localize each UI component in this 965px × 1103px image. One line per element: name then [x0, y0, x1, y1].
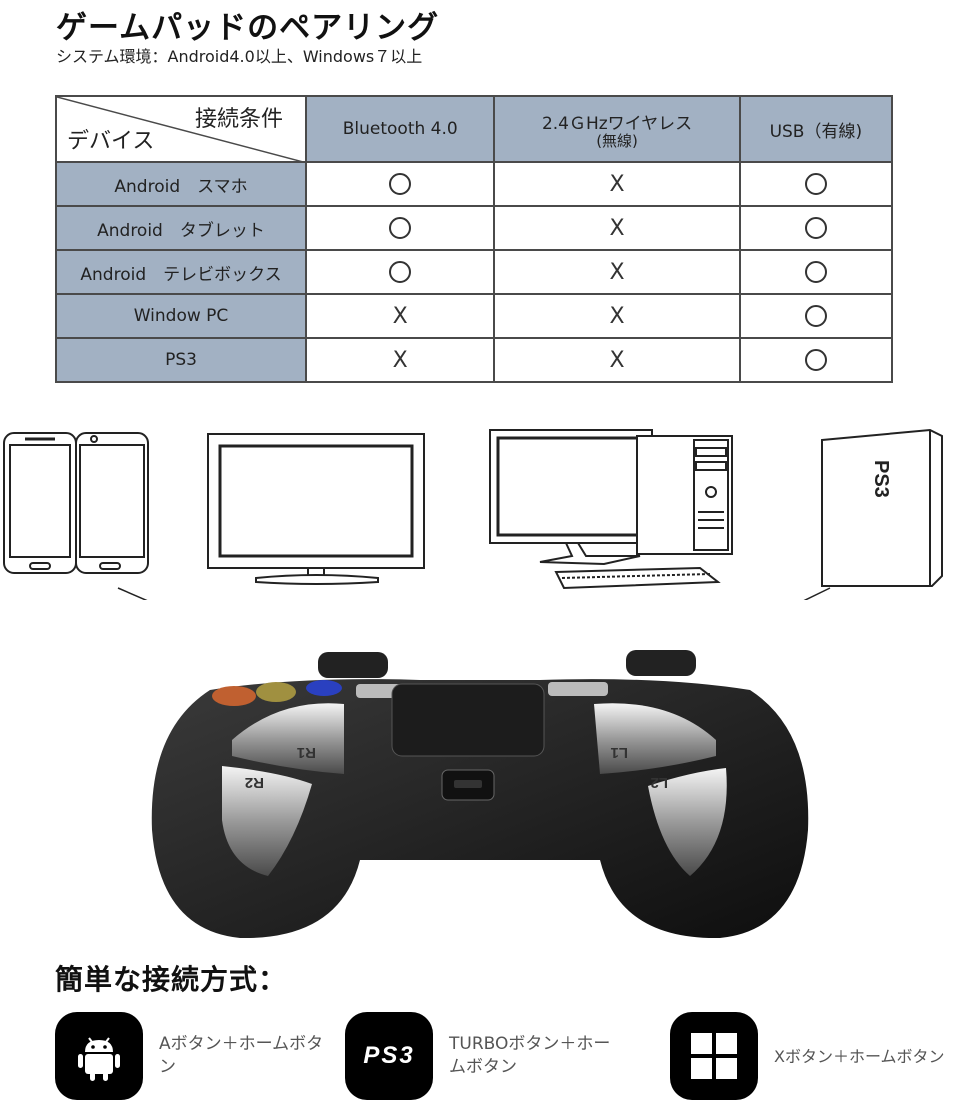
diagonal-line — [57, 97, 307, 163]
unsupported-x-icon: X — [609, 215, 625, 241]
unsupported-x-icon: X — [392, 347, 408, 373]
desktop-pc-icon — [489, 429, 733, 590]
unsupported-x-icon: X — [609, 259, 625, 285]
column-label: Bluetooth 4.0 — [342, 119, 458, 139]
r1-label: R1 — [297, 744, 316, 761]
ps3-logo: PS3 — [363, 1042, 415, 1069]
right-stick — [318, 652, 388, 678]
supported-circle-icon — [804, 349, 827, 371]
table-corner-header: 接続条件 デバイス — [55, 95, 307, 163]
l2-label: L2 — [650, 774, 668, 791]
support-cell — [738, 249, 894, 295]
support-cell: X — [493, 293, 741, 339]
table-row: Android タブレット X — [55, 205, 894, 251]
tv-icon — [207, 433, 425, 585]
l1-label: L1 — [610, 744, 628, 761]
left-stick — [626, 650, 696, 676]
method-windows-label: Xボタン＋ホームボタン — [774, 1046, 945, 1066]
support-cell — [304, 161, 496, 207]
smartphone-icon — [3, 432, 149, 574]
unsupported-x-icon: X — [609, 171, 625, 197]
ps3-logo: PS3 — [870, 460, 892, 498]
support-cell: X — [304, 293, 496, 339]
system-requirements: システム環境：Android4.0以上、Windows７以上 — [56, 47, 423, 66]
device-name-cell: Android テレビボックス — [55, 249, 307, 295]
support-cell — [738, 205, 894, 251]
table-row: Android スマホ X — [55, 161, 894, 207]
corner-conditions-label: 接続条件 — [194, 107, 283, 132]
corner-device-label: デバイス — [67, 129, 155, 154]
unsupported-x-icon: X — [392, 303, 408, 329]
gamepad-illustration: R1 R2 L1 L2 — [151, 650, 809, 939]
phone-clamp — [391, 683, 545, 757]
column-header-usb: USB（有線) — [738, 95, 894, 163]
method-android: Aボタン＋ホームボタン — [55, 1012, 329, 1100]
l2-button — [648, 768, 727, 876]
device-name-cell: Window PC — [55, 293, 307, 339]
column-label: USB（有線) — [769, 121, 863, 142]
r2-button — [222, 766, 312, 876]
supported-circle-icon — [804, 305, 827, 327]
unsupported-x-icon: X — [609, 347, 625, 373]
column-header-bluetooth: Bluetooth 4.0 — [304, 95, 496, 163]
method-ps3-label: TURBOボタン＋ホームボタン — [449, 1034, 611, 1077]
connection-methods-title: 簡単な接続方式： — [55, 963, 288, 996]
face-buttons — [212, 686, 256, 706]
connector-lines — [117, 587, 831, 600]
support-cell — [738, 337, 894, 383]
unsupported-x-icon: X — [609, 303, 625, 329]
column-header-wireless: 2.4ＧHzワイヤレス (無線) — [493, 95, 741, 163]
support-cell — [738, 293, 894, 339]
device-name-cell: PS3 — [55, 337, 307, 383]
support-cell — [738, 161, 894, 207]
support-cell: X — [493, 205, 741, 251]
page-title: ゲームパッドのペアリング — [56, 10, 440, 46]
supported-circle-icon — [804, 217, 827, 239]
support-cell: X — [493, 249, 741, 295]
l1-button — [594, 703, 716, 774]
column-sublabel: (無線) — [596, 132, 638, 150]
ps3-console-icon: PS3 — [821, 428, 943, 587]
device-name-cell: Android タブレット — [55, 205, 307, 251]
supported-circle-icon — [804, 173, 827, 195]
supported-circle-icon — [389, 217, 412, 239]
ps3-icon: PS3 — [345, 1012, 433, 1100]
support-cell: X — [493, 337, 741, 383]
device-name-cell: Android スマホ — [55, 161, 307, 207]
support-cell — [304, 249, 496, 295]
support-cell: X — [304, 337, 496, 383]
method-android-label: Aボタン＋ホームボタン — [159, 1034, 324, 1077]
column-label: 2.4ＧHzワイヤレス — [541, 114, 693, 134]
table-row: PS3 X X — [55, 337, 894, 383]
device-illustrations: PS3 — [3, 428, 943, 600]
table-row: Android テレビボックス X — [55, 249, 894, 295]
method-windows: Xボタン＋ホームボタン — [670, 1012, 965, 1100]
supported-circle-icon — [804, 261, 827, 283]
support-cell: X — [493, 161, 741, 207]
table-row: Window PC X X — [55, 293, 894, 339]
r2-label: R2 — [245, 774, 264, 791]
compatibility-table: 接続条件 デバイス Bluetooth 4.0 2.4ＧHzワイヤレス (無線)… — [55, 95, 894, 383]
supported-circle-icon — [389, 173, 412, 195]
support-cell — [304, 205, 496, 251]
r1-button — [232, 703, 344, 774]
method-ps3: PS3 TURBOボタン＋ホームボタン — [345, 1012, 619, 1100]
windows-icon — [670, 1012, 758, 1100]
android-icon — [55, 1012, 143, 1100]
supported-circle-icon — [389, 261, 412, 283]
